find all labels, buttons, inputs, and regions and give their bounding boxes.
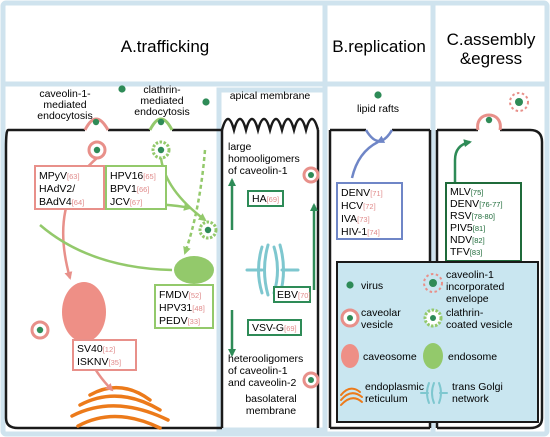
virus-box-frames [34,165,522,371]
clathrin-vesicle-entry [148,117,174,131]
svg-text:RSV[78-80]: RSV[78-80] [450,210,495,222]
svg-text:ISKNV[35]: ISKNV[35] [77,356,121,368]
svg-text:FMDV[52]: FMDV[52] [159,289,201,301]
svg-text:homooligomers: homooligomers [228,153,300,165]
lipid-raft-curve [364,129,394,143]
legend-caveolar-icon [340,308,360,328]
legend-clathrin-label: clathrin- coated vesicle [446,307,513,331]
svg-text:clathrin-: clathrin- [143,84,181,96]
svg-text:HIV-1[74]: HIV-1[74] [341,226,380,238]
legend-clathrin-icon [423,308,443,328]
svg-text:large: large [228,141,252,153]
ha-virus: HA[69] [252,193,279,205]
svg-text:HCV[72]: HCV[72] [341,200,376,212]
svg-text:NDV[82]: NDV[82] [450,234,485,246]
svg-text:membrane: membrane [246,405,296,417]
apical-membrane-label: apical membrane [230,90,311,102]
svg-text:basolateral: basolateral [245,393,296,405]
section-title-replication: B.replication [332,37,426,56]
svg-text:JCV[67]: JCV[67] [110,196,142,208]
svg-text:HPV16[65]: HPV16[65] [110,170,156,182]
legend-caveolar-label: caveolar vesicle [361,307,404,331]
svg-text:IVA[73]: IVA[73] [341,213,370,225]
svg-text:PIV5[81]: PIV5[81] [450,222,485,234]
caveolin-endocytosis-label: caveolin-1- mediated endocytosis [37,88,92,122]
budding-virion [476,113,502,131]
svg-text:MLV[75]: MLV[75] [450,186,483,198]
large-homooligomers-label: large homooligomers of caveolin-1 [228,141,300,177]
virus-icons-outside [118,85,382,106]
polarized-sorting-arrows [228,178,318,357]
legend-er-icon [340,387,363,406]
caveolar-vesicle-inside [87,140,107,160]
basolateral-membrane-label: basolateral membrane [245,393,296,417]
clathrin-endocytosis-label: clathrin- mediated endocytosis [134,84,189,118]
legend: virus caveolin-1 incorporated envelope c… [336,261,539,423]
svg-text:of caveolin-1: of caveolin-1 [228,165,288,177]
svg-text:TFV[83]: TFV[83] [450,246,482,258]
egress-arrow [453,139,472,260]
section-title-assembly-2: &egress [460,49,522,68]
legend-virus-label: virus [361,280,383,292]
legend-envelope-label: caveolin-1 incorporated envelope [446,269,507,305]
svg-text:mediated: mediated [43,99,86,111]
legend-virus-icon [346,281,354,289]
svg-text:DENV[71]: DENV[71] [341,187,383,199]
legend-endosome-label: endosome [448,351,497,363]
svg-text:heterooligomers: heterooligomers [228,353,303,365]
endosome [174,256,214,284]
lipid-rafts-label: lipid rafts [357,103,399,115]
svg-text:SV40[12]: SV40[12] [77,343,115,355]
ebv-virus: EBV[70] [277,289,311,301]
caveolar-viruses: MPyV[63] HAdV2/ BAdV4[64] [39,170,84,208]
svg-text:BPV1[66]: BPV1[66] [110,183,149,195]
svg-text:of caveolin-1: of caveolin-1 [228,365,288,377]
er-viruses: SV40[12] ISKNV[35] [77,343,121,368]
svg-text:PEDV[33]: PEDV[33] [159,315,200,327]
svg-text:endocytosis: endocytosis [134,106,189,118]
section-title-trafficking: A.trafficking [121,37,210,56]
endoplasmic-reticulum [70,385,170,430]
heterooligomers-label: heterooligomers of caveolin-1 and caveol… [228,353,303,389]
legend-caveosome-icon [341,344,359,368]
legend-envelope-icon [423,273,443,293]
egress-viruses: MLV[75] DENV[76-77] RSV[78-80] PIV5[81] … [450,186,503,258]
svg-text:DENV[76-77]: DENV[76-77] [450,198,503,210]
svg-text:caveolin-1-: caveolin-1- [39,88,91,100]
caveolar-vesicle-lower [30,320,50,340]
legend-golgi-icon [420,382,448,404]
clathrin-vesicle-mid [198,220,218,240]
caveolar-vesicle-apical [302,166,320,184]
svg-text:endocytosis: endocytosis [37,110,92,122]
replication-viruses: DENV[71] HCV[72] IVA[73] HIV-1[74] [341,187,383,238]
svg-text:and caveolin-2: and caveolin-2 [228,377,296,389]
svg-text:MPyV[63]: MPyV[63] [39,170,80,182]
legend-endosome-icon [423,343,443,369]
caveolar-vesicle-basolateral [302,371,320,389]
legend-caveosome-label: caveosome [363,351,417,363]
caveosome [62,282,106,342]
clathrin-vesicle-inside [151,140,171,160]
svg-text:HAdV2/: HAdV2/ [39,183,75,195]
svg-text:BAdV4[64]: BAdV4[64] [39,196,84,208]
endosome-viruses: FMDV[52] HPV31[48] PEDV[33] [159,289,205,327]
clathrin-viruses: HPV16[65] BPV1[66] JCV[67] [110,170,156,208]
svg-text:mediated: mediated [140,95,183,107]
svg-text:HPV31[48]: HPV31[48] [159,302,205,314]
vsv-virus: VSV-G[69] [252,322,297,334]
legend-er-label: endoplasmic reticulum [365,381,427,405]
caveolin-envelope-icon [509,92,529,112]
caveolar-vesicle-entry [83,117,110,131]
section-title-assembly-1: C.assembly [447,30,536,49]
legend-golgi-label: trans Golgi network [452,381,506,405]
replication-arrow [350,135,386,179]
